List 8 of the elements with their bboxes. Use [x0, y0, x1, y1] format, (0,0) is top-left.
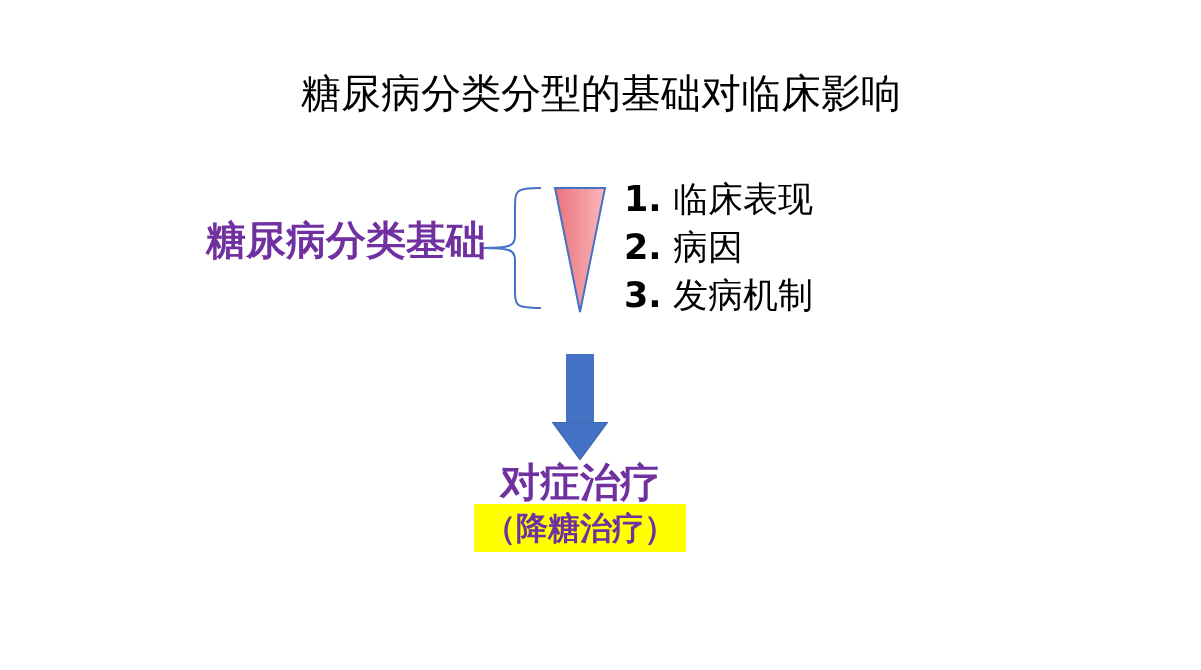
- list-item: 1. 临床表现: [624, 178, 813, 221]
- list-item: 3. 发病机制: [624, 274, 813, 317]
- block-arrow: [551, 354, 609, 461]
- title: 糖尿病分类分型的基础对临床影响: [299, 69, 902, 118]
- list-item: 2. 病因: [624, 226, 743, 269]
- result-label: 对症治疗: [498, 460, 661, 504]
- highlighted-note: （降糖治疗）: [474, 504, 686, 552]
- category-label: 糖尿病分类基础: [160, 212, 486, 268]
